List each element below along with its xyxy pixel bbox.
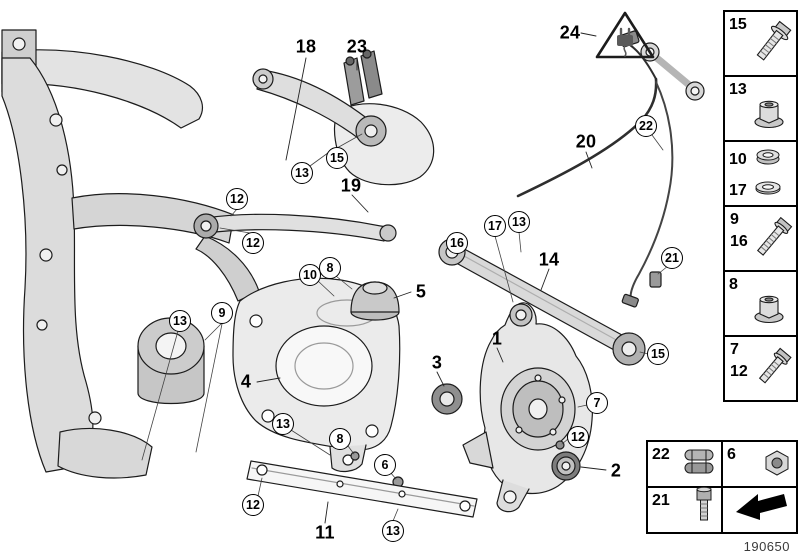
legend-number: 21 — [652, 492, 670, 509]
direction-arrow-icon — [732, 487, 790, 526]
legend-number: 12 — [730, 362, 748, 380]
legend-item-22[interactable]: 22 — [646, 440, 723, 488]
legend-number: 6 — [727, 446, 736, 463]
legend-number: 16 — [730, 232, 748, 250]
legend-item-6[interactable]: 6 — [721, 440, 798, 488]
legend-item-direction[interactable] — [721, 486, 798, 534]
reference-lines — [141, 133, 669, 522]
legend-item-21[interactable]: 21 — [646, 486, 723, 534]
callout-5-6[interactable]: 5 — [415, 281, 427, 302]
socket-screw-icon — [689, 485, 719, 530]
hex-nut-icon — [760, 447, 794, 484]
leader-lines — [256, 32, 607, 524]
bolt-12-part — [555, 440, 565, 450]
callout-13-13[interactable]: 13 — [291, 162, 313, 184]
spring-pad-part — [350, 281, 400, 321]
legend-number: 9 — [730, 211, 739, 228]
callout-8-16[interactable]: 8 — [319, 257, 341, 279]
callout-12-27[interactable]: 12 — [567, 426, 589, 448]
callout-15-12[interactable]: 15 — [326, 147, 348, 169]
callout-8-29[interactable]: 8 — [329, 428, 351, 450]
callout-12-15[interactable]: 12 — [242, 232, 264, 254]
callout-12-31[interactable]: 12 — [242, 494, 264, 516]
washer-icon — [752, 178, 784, 203]
washer-icon — [752, 145, 784, 174]
callout-21-24[interactable]: 21 — [661, 247, 683, 269]
legend-item-9-16[interactable]: 9 16 — [723, 205, 798, 272]
legend-number: 15 — [729, 16, 747, 33]
callout-19-3[interactable]: 19 — [340, 175, 362, 196]
callout-11-11[interactable]: 11 — [315, 522, 335, 543]
legend-item-7-12[interactable]: 7 12 — [723, 335, 798, 402]
reinforcement-bar-part — [246, 460, 478, 518]
callout-13-32[interactable]: 13 — [382, 520, 404, 542]
fastener-legend-bottom: 22 6 21 — [646, 440, 798, 534]
legend-number: 8 — [729, 276, 738, 293]
callout-24-2[interactable]: 24 — [559, 22, 581, 43]
legend-item-15[interactable]: 15 — [723, 10, 798, 77]
stabilizer-link-part — [640, 42, 705, 101]
hex-bolt-icon — [749, 344, 795, 399]
legend-number: 10 — [729, 150, 747, 168]
callout-20-4[interactable]: 20 — [575, 131, 597, 152]
callout-13-22[interactable]: 13 — [508, 211, 530, 233]
flange-nut-icon — [748, 93, 790, 140]
legend-item-8[interactable]: 8 — [723, 270, 798, 337]
camber-arm-part — [193, 213, 397, 242]
hex-bolt-icon — [749, 214, 795, 269]
rear-subframe-part — [1, 29, 260, 479]
legend-item-13[interactable]: 13 — [723, 75, 798, 142]
callout-2-10[interactable]: 2 — [610, 460, 622, 481]
callout-12-14[interactable]: 12 — [226, 188, 248, 210]
legend-item-10-17[interactable]: 10 17 — [723, 140, 798, 207]
callout-22-20[interactable]: 22 — [635, 115, 657, 137]
legend-number: 17 — [729, 181, 747, 199]
callout-15-25[interactable]: 15 — [647, 343, 669, 365]
retaining-bracket-part — [343, 49, 383, 106]
warning-triangle-icon — [595, 11, 655, 59]
clamp-icon — [679, 445, 719, 484]
callout-6-30[interactable]: 6 — [374, 454, 396, 476]
bushing-2-part — [551, 451, 581, 481]
callout-23-1[interactable]: 23 — [346, 36, 368, 57]
callout-10-17[interactable]: 10 — [299, 264, 321, 286]
bushing-3-part — [431, 383, 463, 415]
callout-13-28[interactable]: 13 — [272, 413, 294, 435]
trailing-arm-part — [232, 277, 401, 473]
callout-14-5[interactable]: 14 — [538, 249, 560, 270]
callout-16-23[interactable]: 16 — [446, 232, 468, 254]
legend-number: 13 — [729, 81, 747, 98]
callout-4-9[interactable]: 4 — [240, 371, 252, 392]
bolt-8-part — [350, 451, 360, 461]
callout-1-7[interactable]: 1 — [491, 328, 503, 349]
callout-18-0[interactable]: 18 — [295, 36, 317, 57]
fastener-legend: 15 13 — [723, 10, 798, 402]
callout-3-8[interactable]: 3 — [431, 352, 443, 373]
flange-nut-icon — [748, 288, 790, 335]
callout-17-21[interactable]: 17 — [484, 215, 506, 237]
callout-7-26[interactable]: 7 — [586, 392, 608, 414]
callout-9-18[interactable]: 9 — [211, 302, 233, 324]
figure-number: 190650 — [743, 539, 790, 554]
legend-number: 22 — [652, 446, 670, 463]
flange-bolt-icon — [747, 19, 795, 74]
callout-13-19[interactable]: 13 — [169, 310, 191, 332]
upper-control-arm-part — [252, 68, 387, 147]
legend-number: 7 — [730, 341, 739, 358]
